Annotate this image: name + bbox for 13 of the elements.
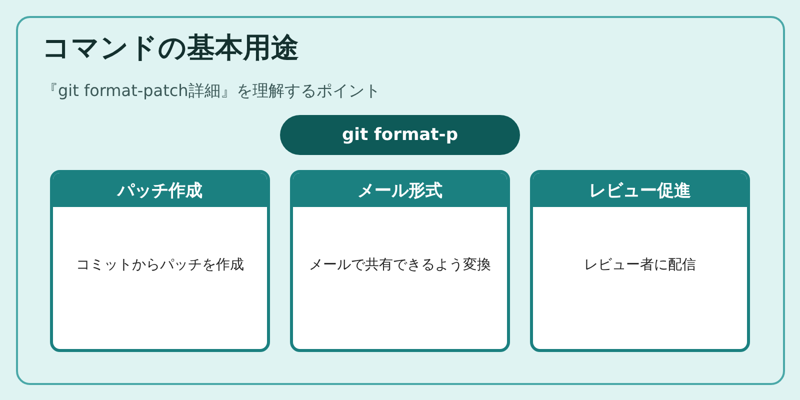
card-header: メール形式 [293,173,507,207]
card [290,170,510,352]
card [50,170,270,352]
panel [16,16,785,385]
card-header: レビュー促進 [533,173,747,207]
card-text: メールで共有できるよう変換 [308,256,492,275]
card-header: パッチ作成 [53,173,267,207]
card [530,170,750,352]
card-text: レビュー者に配信 [583,256,697,275]
command-pill: git format-p [280,115,520,155]
title: コマンドの基本用途 [42,30,299,66]
subtitle: 『git format-patch詳細』を理解するポイント [42,80,380,102]
card-text: コミットからパッチを作成 [75,256,245,275]
